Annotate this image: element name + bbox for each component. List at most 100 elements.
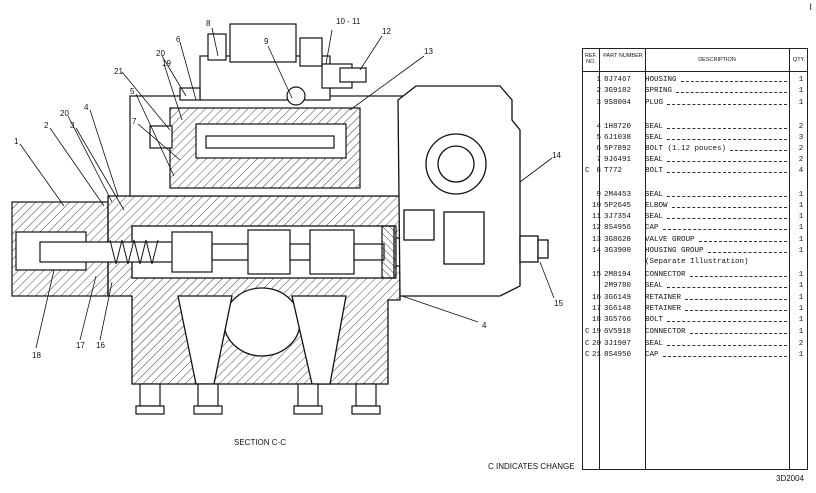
cell-pn: 1H8720 bbox=[604, 123, 632, 131]
cell-ref: 16 bbox=[591, 294, 601, 302]
section-label: SECTION C-C bbox=[234, 438, 286, 447]
header-qty: QTY. bbox=[792, 57, 806, 63]
cell-desc: BOLT (1.12 pouces) bbox=[645, 145, 727, 153]
cell-ref: 20 bbox=[591, 340, 601, 348]
cell-ref: 14 bbox=[591, 247, 601, 255]
cell-desc: SEAL bbox=[645, 156, 664, 164]
cell-qty: 2 bbox=[798, 340, 804, 348]
cell-ref: 15 bbox=[591, 271, 601, 279]
cell-desc: SEAL bbox=[645, 340, 664, 348]
cell-pn: 3J7354 bbox=[604, 213, 632, 221]
cell-desc: CONNECTOR bbox=[645, 271, 686, 279]
cell-pn: 3J1907 bbox=[604, 340, 632, 348]
leader-dashes bbox=[667, 315, 787, 322]
callout-13: 13 bbox=[424, 47, 433, 56]
cell-pn: 9S8004 bbox=[604, 99, 632, 107]
cell-qty: 1 bbox=[798, 76, 804, 84]
cell-pn: T772 bbox=[604, 167, 623, 175]
cell-qty: 1 bbox=[798, 305, 804, 313]
cell-qty: 1 bbox=[798, 247, 804, 255]
callout-15: 15 bbox=[554, 299, 563, 308]
callout-18: 18 bbox=[32, 351, 41, 360]
valve-body bbox=[107, 195, 401, 385]
cell-qty: 1 bbox=[798, 99, 804, 107]
cell-pn: 8J7467 bbox=[604, 76, 632, 84]
callout-19: 19 bbox=[162, 59, 171, 68]
cell-ref: 2 bbox=[596, 87, 601, 95]
cell-ref: 9 bbox=[596, 191, 601, 199]
cell-desc: ELBOW bbox=[645, 202, 668, 210]
header-desc: DESCRIPTION bbox=[698, 57, 736, 63]
callout-12: 12 bbox=[382, 27, 391, 36]
cell-desc: BOLT bbox=[645, 316, 664, 324]
callout-20-left: 20 bbox=[60, 109, 69, 118]
cell-qty: 4 bbox=[798, 167, 804, 175]
cell-desc: SEAL bbox=[645, 123, 664, 131]
cell-pn: 6J1038 bbox=[604, 134, 632, 142]
cell-pn: 3G6149 bbox=[604, 294, 632, 302]
cell-qty: 2 bbox=[798, 156, 804, 164]
cell-ref: 19 bbox=[591, 328, 601, 336]
cell-qty: 1 bbox=[798, 271, 804, 279]
cell-pn: 6V5918 bbox=[604, 328, 632, 336]
cell-pn: 3G5766 bbox=[604, 316, 632, 324]
cell-ref: 4 bbox=[596, 123, 601, 131]
cell-pn: 3G3900 bbox=[604, 247, 632, 255]
cell-desc: RETAINER bbox=[645, 294, 682, 302]
callout-labels: 8 9 10 - 11 12 13 6 20 19 21 5 7 4 20 3 … bbox=[14, 17, 563, 360]
cell-desc: BOLT bbox=[645, 167, 664, 175]
cell-ref: 21 bbox=[591, 351, 601, 359]
callout-6: 6 bbox=[176, 35, 181, 44]
leader-dashes bbox=[667, 190, 787, 197]
housing-group-right bbox=[397, 85, 549, 297]
leader-dashes bbox=[667, 339, 787, 346]
cell-qty: 1 bbox=[798, 191, 804, 199]
cell-ref: 11 bbox=[591, 213, 601, 221]
leader-dashes bbox=[707, 246, 787, 253]
cell-qty: 2 bbox=[798, 145, 804, 153]
valve-section-drawing: 8 9 10 - 11 12 13 6 20 19 21 5 7 4 20 3 … bbox=[11, 17, 563, 415]
valve-group-top bbox=[129, 23, 407, 197]
cell-pn: 3G8628 bbox=[604, 236, 632, 244]
leader-dashes bbox=[667, 166, 787, 173]
cell-qty: 1 bbox=[798, 87, 804, 95]
cell-ref: 8 bbox=[596, 167, 601, 175]
leader-dashes bbox=[667, 212, 787, 219]
leader-dashes bbox=[698, 235, 787, 242]
cell-qty: 1 bbox=[798, 328, 804, 336]
leader-dashes bbox=[667, 133, 787, 140]
cell-pn: 9J6491 bbox=[604, 156, 632, 164]
cell-qty: 1 bbox=[798, 202, 804, 210]
callout-1: 1 bbox=[14, 137, 19, 146]
cell-ref: 1 bbox=[596, 76, 601, 84]
cell-pn: 3G9182 bbox=[604, 87, 632, 95]
cell-desc: RETAINER bbox=[645, 305, 682, 313]
table-row: (Separate Illustration) bbox=[583, 257, 807, 267]
leader-dashes bbox=[685, 304, 787, 311]
leader-dashes bbox=[689, 270, 787, 277]
cell-qty: 1 bbox=[798, 213, 804, 221]
cell-desc: CAP bbox=[645, 224, 659, 232]
cell-pn: 8S4956 bbox=[604, 224, 632, 232]
leader-dashes bbox=[667, 281, 787, 288]
figure-number: 3D2004 bbox=[776, 474, 805, 483]
callout-8: 8 bbox=[206, 19, 211, 28]
cell-pn: 2M4453 bbox=[604, 191, 632, 199]
leader-dashes bbox=[680, 75, 787, 82]
callout-16: 16 bbox=[96, 341, 105, 350]
cell-desc: VALVE GROUP bbox=[645, 236, 695, 244]
cell-desc: HOUSING bbox=[645, 76, 677, 84]
spool bbox=[39, 225, 441, 279]
